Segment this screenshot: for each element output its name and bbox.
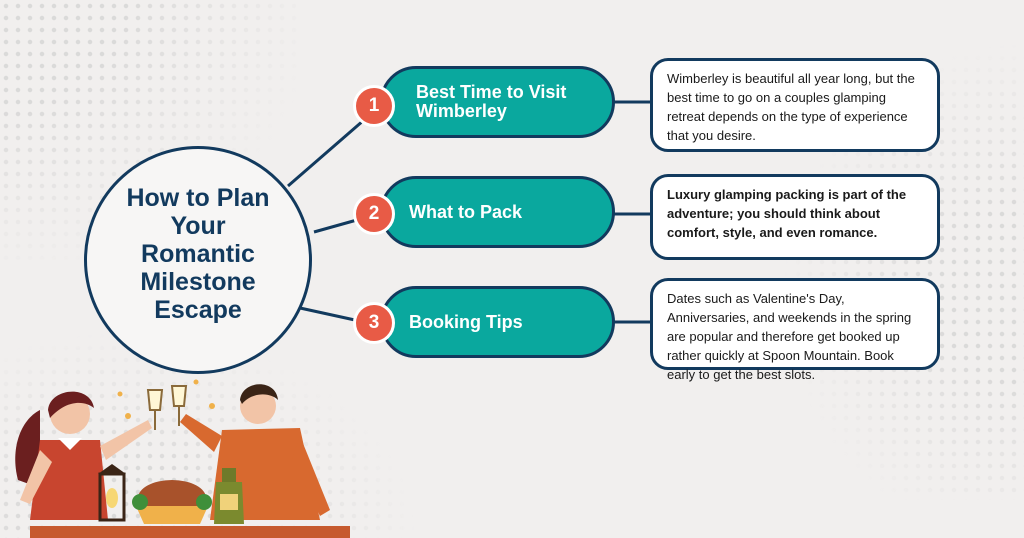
step-1-label: Best Time to Visit Wimberley <box>416 82 567 121</box>
step-2-number: 2 <box>368 203 380 224</box>
step-1-detail-box: Wimberley is beautiful all year long, bu… <box>650 58 940 152</box>
step-2-pill: What to Pack <box>380 176 615 248</box>
step-1-number: 1 <box>368 95 380 116</box>
step-3-detail-box: Dates such as Valentine's Day, Anniversa… <box>650 278 940 382</box>
step-1-detail: Wimberley is beautiful all year long, bu… <box>667 71 915 143</box>
center-title: How to Plan Your Romantic Milestone Esca… <box>126 184 270 324</box>
center-title-circle: How to Plan Your Romantic Milestone Esca… <box>84 146 312 374</box>
step-1-pill: Best Time to Visit Wimberley <box>380 66 615 138</box>
sparkles <box>117 379 215 419</box>
table <box>30 526 350 538</box>
step-3-pill: Booking Tips <box>380 286 615 358</box>
step-3-number: 3 <box>368 312 380 333</box>
lantern <box>98 464 126 522</box>
step-2-detail: Luxury glamping packing is part of the a… <box>667 187 907 240</box>
wine-glasses <box>146 385 188 430</box>
step-2-detail-box: Luxury glamping packing is part of the a… <box>650 174 940 260</box>
oil-bottle <box>214 468 244 524</box>
woman-figure <box>15 391 152 520</box>
step-1-number-badge: 1 <box>353 85 395 127</box>
step-2-number-badge: 2 <box>353 193 395 235</box>
step-3-label: Booking Tips <box>409 311 523 332</box>
connector-center-1 <box>287 118 365 188</box>
step-2-label: What to Pack <box>409 201 523 222</box>
couple-toasting-illustration <box>15 379 350 538</box>
step-3-number-badge: 3 <box>353 302 395 344</box>
roast-chicken-bowl <box>132 480 212 524</box>
step-3-detail: Dates such as Valentine's Day, Anniversa… <box>667 291 912 382</box>
